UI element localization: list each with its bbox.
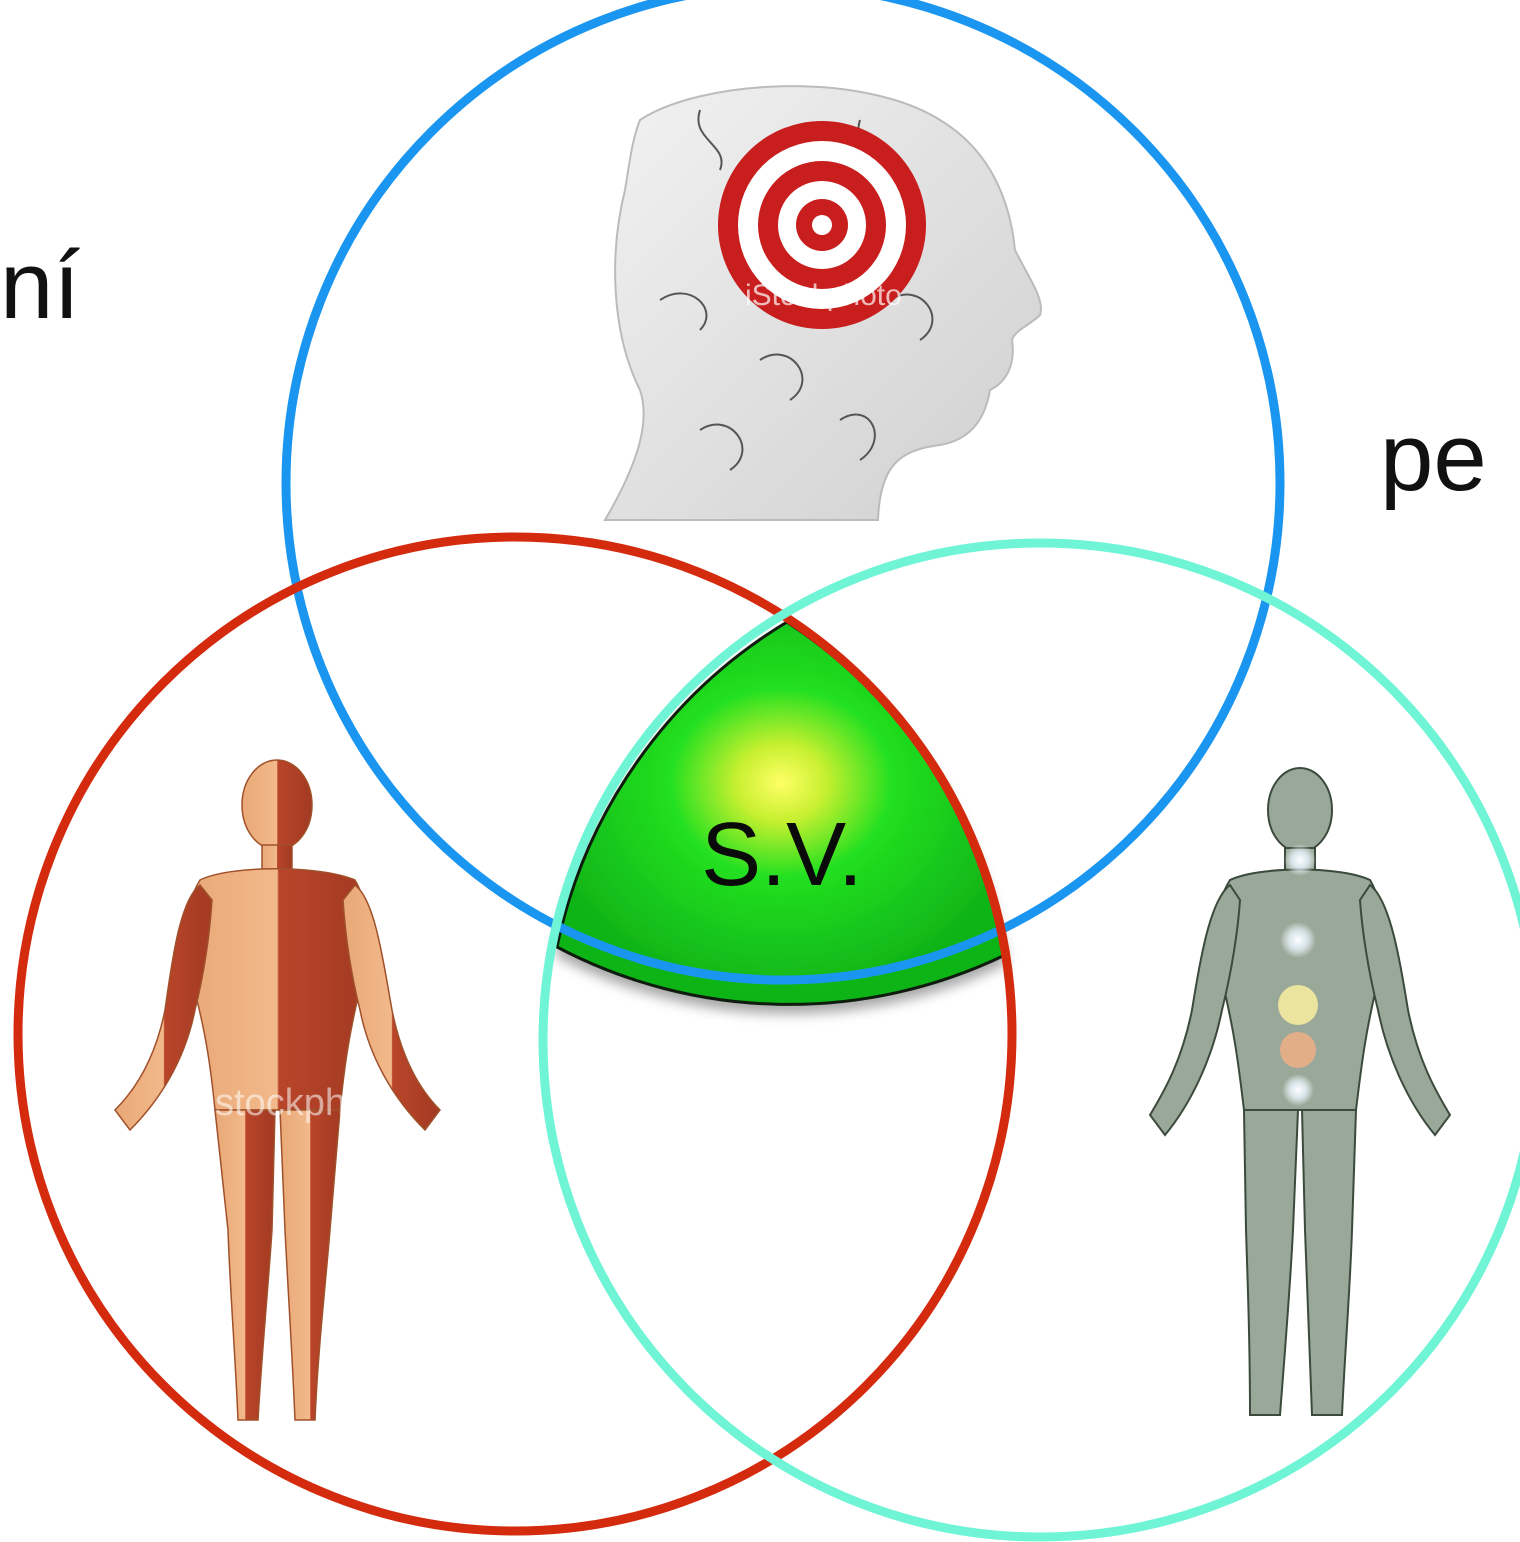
spirit-circle: [543, 543, 1520, 1537]
energy-body-icon: [1150, 768, 1450, 1415]
watermark-left: stockphoto: [215, 1082, 399, 1124]
head-puzzle-target-icon: iStockphoto: [605, 86, 1041, 520]
anatomy-body-icon: stockphoto: [115, 760, 440, 1420]
center-intersection: S.V.: [557, 622, 1005, 1004]
watermark-top: iStockphoto: [745, 279, 902, 312]
center-label: S.V.: [701, 805, 863, 905]
